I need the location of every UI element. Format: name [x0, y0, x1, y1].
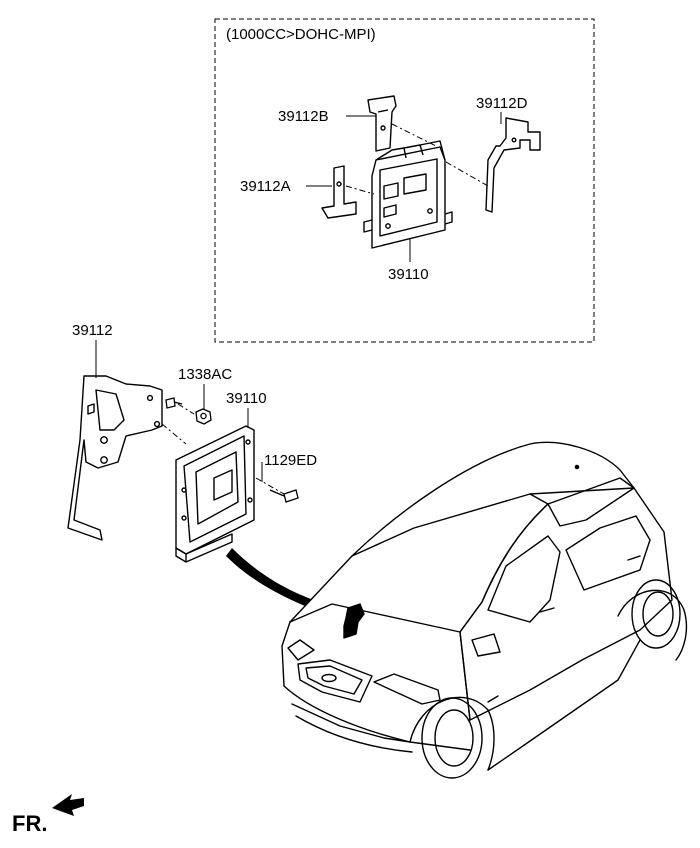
front-direction-label: FR.	[12, 811, 48, 836]
label-39112: 39112	[72, 322, 113, 339]
variant-hint-lines	[345, 123, 489, 195]
label-main-39110: 39110	[226, 390, 267, 407]
main-nut	[195, 408, 212, 425]
variant-bracket-d	[485, 117, 541, 213]
label-39112b: 39112B	[278, 108, 329, 125]
label-variant-39110: 39110	[388, 266, 429, 283]
variant-bracket-a	[321, 165, 357, 219]
label-39112d: 39112D	[476, 95, 528, 112]
variant-leaders	[306, 112, 502, 262]
front-direction-arrow	[52, 794, 84, 816]
main-ecu-module	[175, 425, 255, 563]
variant-frame	[214, 18, 595, 343]
main-hint-lines	[161, 403, 285, 495]
main-bolt-small	[165, 397, 183, 409]
variant-ecu-module	[363, 140, 453, 249]
main-leaders	[95, 340, 263, 482]
label-1129ed: 1129ED	[264, 452, 318, 469]
main-bracket	[67, 375, 163, 541]
label-39112a: 39112A	[240, 178, 291, 195]
vehicle-illustration	[281, 441, 688, 779]
label-1338ac: 1338AC	[178, 366, 233, 383]
variant-heading: (1000CC>DOHC-MPI)	[226, 26, 376, 43]
variant-bracket-b	[367, 95, 397, 152]
main-bolt-1129ed	[269, 489, 299, 503]
